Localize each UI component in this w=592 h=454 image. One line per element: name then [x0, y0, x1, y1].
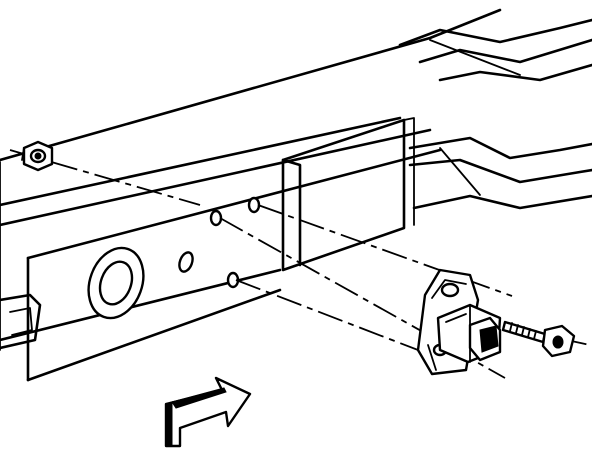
- nut: [21, 140, 54, 172]
- frame-holes: [87, 196, 261, 320]
- sensor: [436, 303, 502, 364]
- crossmember: [281, 18, 592, 272]
- bolt: [501, 320, 576, 358]
- direction-arrow: [164, 376, 252, 448]
- frame-rail: [0, 8, 502, 382]
